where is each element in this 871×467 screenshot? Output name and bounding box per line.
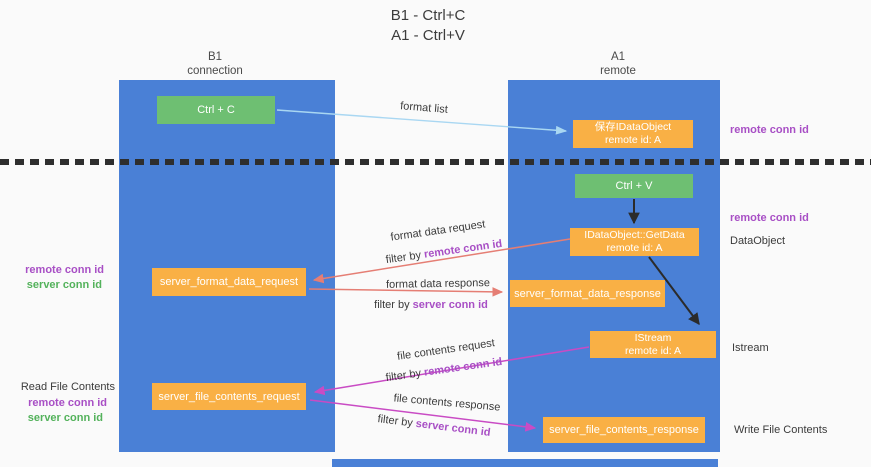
node-save-idataobject: 保存IDataObject remote id: A xyxy=(573,120,693,148)
side-istream-text: Istream xyxy=(732,342,769,354)
node-save-idataobject-line1: 保存IDataObject xyxy=(594,121,672,133)
filter-by-text: filter by xyxy=(385,248,425,267)
node-server-file-contents-request-label: server_file_contents_request xyxy=(158,390,300,403)
node-ctrl-v-label: Ctrl + V xyxy=(615,180,653,192)
label-format-data-request: format data request xyxy=(390,218,486,243)
side-left-remote-conn-id-1-text: remote conn id xyxy=(25,264,104,276)
title-line-1: B1 - Ctrl+C xyxy=(390,7,466,24)
server-conn-id-text: server conn id xyxy=(412,299,488,311)
label-file-contents-response: file contents response xyxy=(393,392,501,413)
server-conn-id-text: server conn id xyxy=(415,417,492,439)
node-server-format-data-response: server_format_data_response xyxy=(510,280,665,307)
side-read-file-contents-text: Read File Contents xyxy=(20,381,115,393)
node-server-format-data-request: server_format_data_request xyxy=(152,268,306,296)
side-remote-conn-id-mid-text: remote conn id xyxy=(730,212,809,224)
node-istream: IStream remote id: A xyxy=(590,331,716,358)
side-write-file-contents-text: Write File Contents xyxy=(734,424,828,436)
side-left-remote-conn-id-2-text: remote conn id xyxy=(28,397,107,409)
node-getdata-line1: IDataObject::GetData xyxy=(584,229,685,241)
label-format-data-request-text: format data request xyxy=(389,218,487,244)
diagram-title: B1 - Ctrl+C A1 - Ctrl+V xyxy=(391,6,466,46)
node-idataobject-getdata: IDataObject::GetData remote id: A xyxy=(570,228,699,256)
side-remote-conn-id-top: remote conn id xyxy=(730,124,809,136)
label-filter-server-1: filter by server conn id xyxy=(374,299,488,311)
remote-conn-id-text: remote conn id xyxy=(423,237,503,261)
label-filter-remote-1: filter by remote conn id xyxy=(385,238,503,266)
bottom-cropped-bar xyxy=(332,459,718,467)
node-server-format-data-request-label: server_format_data_request xyxy=(159,276,299,288)
node-istream-line2: remote id: A xyxy=(624,344,682,357)
title-line-2: A1 - Ctrl+V xyxy=(391,27,465,44)
node-ctrl-c-label: Ctrl + C xyxy=(197,104,235,116)
node-save-idataobject-line2: remote id: A xyxy=(604,134,662,146)
side-left-server-conn-id-2-text: server conn id xyxy=(27,412,103,424)
right-column-name: A1 xyxy=(610,51,626,63)
left-column-header: B1 connection xyxy=(160,50,270,78)
label-format-data-response: format data response xyxy=(386,277,490,291)
filter-by-text: filter by xyxy=(385,366,425,385)
filter-by-text: filter by xyxy=(374,299,413,311)
side-read-file-contents: Read File Contents xyxy=(14,381,115,393)
side-left-remote-conn-id-2: remote conn id xyxy=(20,397,107,409)
right-column-header: A1 remote xyxy=(563,50,673,78)
side-left-server-conn-id-2: server conn id xyxy=(20,412,103,424)
side-dataobject: DataObject xyxy=(730,235,785,247)
side-left-remote-conn-id-1: remote conn id xyxy=(18,264,104,276)
node-server-file-contents-response-label: server_file_contents_response xyxy=(549,424,699,436)
side-write-file-contents: Write File Contents xyxy=(734,424,827,436)
label-format-data-response-text: format data response xyxy=(385,277,491,291)
node-server-file-contents-response: server_file_contents_response xyxy=(543,417,705,443)
side-left-server-conn-id-1: server conn id xyxy=(18,279,102,291)
side-remote-conn-id-top-text: remote conn id xyxy=(730,124,809,136)
node-istream-line1: IStream xyxy=(634,331,672,344)
remote-conn-id-text: remote conn id xyxy=(423,355,503,379)
side-left-server-conn-id-1-text: server conn id xyxy=(26,279,102,291)
label-file-contents-response-text: file contents response xyxy=(393,392,501,414)
filter-by-text: filter by xyxy=(376,413,417,430)
node-getdata-line2: remote id: A xyxy=(606,242,663,254)
side-istream: Istream xyxy=(732,342,769,354)
label-filter-server-2: filter by server conn id xyxy=(377,413,491,439)
dashed-divider-line xyxy=(0,159,871,165)
node-ctrl-c: Ctrl + C xyxy=(157,96,275,124)
right-column-role: remote xyxy=(600,65,636,77)
side-dataobject-text: DataObject xyxy=(730,235,786,247)
label-format-list: format list xyxy=(400,100,448,116)
node-server-format-data-response-label: server_format_data_response xyxy=(514,287,661,300)
side-remote-conn-id-mid: remote conn id xyxy=(730,212,809,224)
node-ctrl-v: Ctrl + V xyxy=(575,174,693,198)
left-column-name: B1 xyxy=(207,51,223,63)
label-format-list-text: format list xyxy=(399,100,449,116)
left-column-role: connection xyxy=(187,65,243,77)
node-server-file-contents-request: server_file_contents_request xyxy=(152,383,306,410)
